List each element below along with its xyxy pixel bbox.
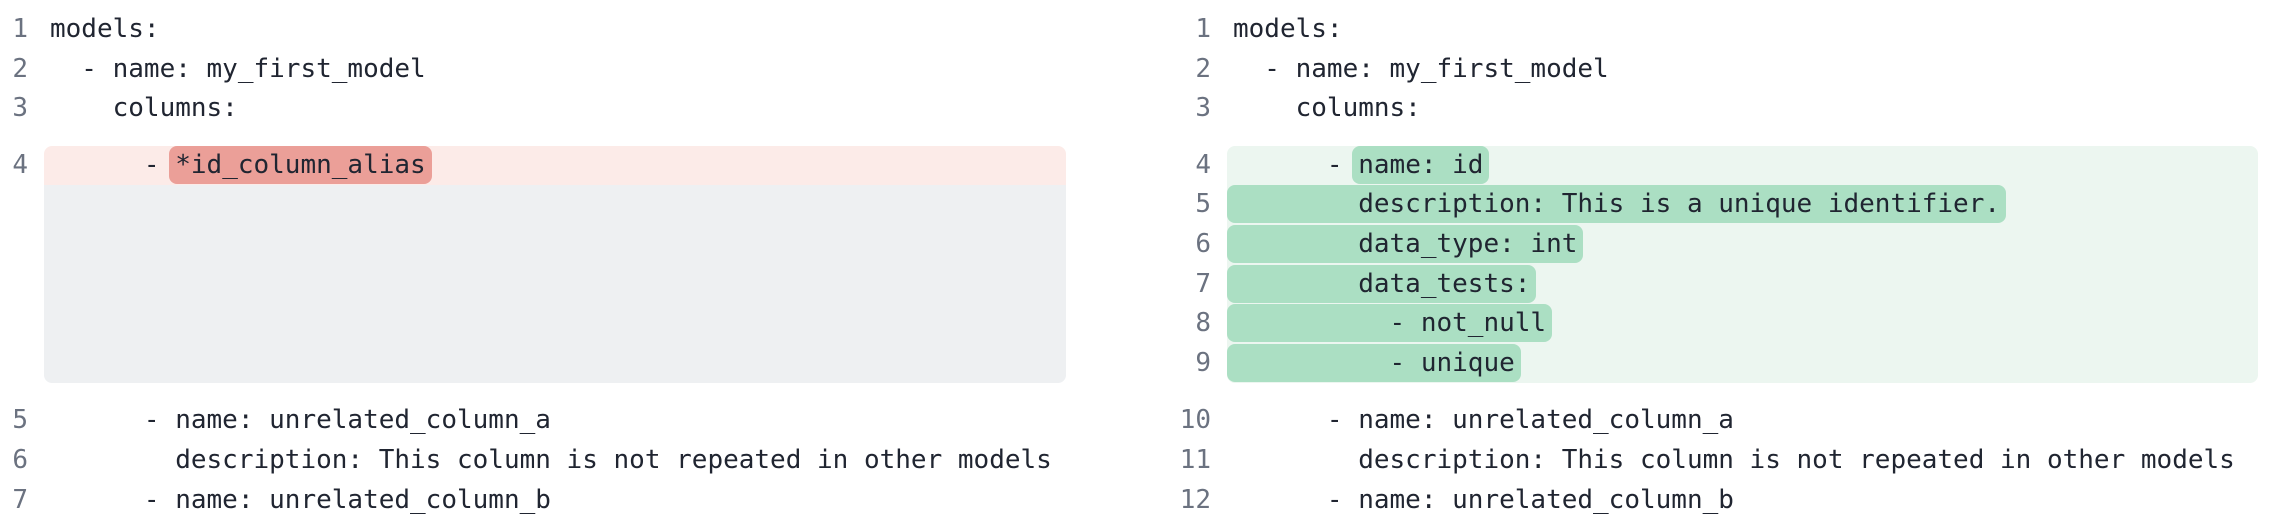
line-number	[0, 185, 28, 383]
code-line: 6 description: This column is not repeat…	[0, 441, 1066, 481]
code-text: models:	[50, 14, 160, 44]
code-text: description: This column is not repeated…	[1233, 444, 2235, 475]
line-number: 8	[1195, 308, 1211, 339]
code-line: 7 - name: unrelated_column_b	[0, 481, 1066, 521]
line-number: 4	[1195, 149, 1211, 180]
code-text: - name: unrelated_column_a	[1233, 405, 1734, 436]
code-line: 3 columns:	[0, 89, 1066, 129]
diff-token-highlight: name: id	[1352, 145, 1490, 184]
line-number: 3	[1195, 93, 1211, 124]
code-text: description: This is a unique identifier…	[1227, 185, 2258, 225]
diff-token-highlight: - unique	[1227, 343, 1521, 382]
line-number: 6	[12, 444, 28, 475]
code-line: 10 - name: unrelated_column_a	[1139, 401, 2258, 441]
code-line: 2 - name: my_first_model	[0, 50, 1066, 90]
diff-token-highlight: data_type: int	[1227, 224, 1584, 263]
code-line: 9 - unique	[1139, 343, 2258, 384]
line-number: 10	[1179, 405, 1211, 436]
line-number: 7	[1195, 268, 1211, 299]
code-text: models:	[1233, 14, 1343, 44]
code-line: 5 description: This is a unique identifi…	[1139, 185, 2258, 225]
code-text: - name: my_first_model	[50, 53, 426, 84]
code-line: 1 models:	[0, 10, 1066, 50]
line-number: 2	[1195, 53, 1211, 84]
placeholder-block	[44, 185, 1066, 384]
diff-token-highlight: *id_column_alias	[169, 145, 432, 184]
code-line: 2 - name: my_first_model	[1139, 50, 2258, 90]
line-number: 6	[1195, 228, 1211, 259]
code-text: columns:	[50, 93, 238, 124]
line-number: 1	[1195, 14, 1211, 44]
code-text: - name: unrelated_column_b	[1233, 484, 1734, 515]
code-text: - name: my_first_model	[1233, 53, 1609, 84]
code-text: - unique	[1227, 343, 2258, 384]
code-line: 4 - *id_column_alias	[0, 145, 1066, 186]
code-line: 7 data_tests:	[1139, 264, 2258, 305]
line-number: 4	[12, 149, 28, 180]
code-line: 12 - name: unrelated_column_b	[1139, 481, 2258, 521]
code-text: - name: unrelated_column_a	[50, 405, 551, 436]
code-line: 11 description: This column is not repea…	[1139, 441, 2258, 481]
diff-token-highlight: - not_null	[1227, 304, 1553, 343]
code-line: 4 - name: id	[1139, 145, 2258, 186]
code-text: - name: unrelated_column_b	[50, 484, 551, 515]
line-number: 5	[1195, 189, 1211, 220]
code-text: data_type: int	[1227, 224, 2258, 265]
diff-token-highlight: data_tests:	[1227, 264, 1537, 303]
line-number: 7	[12, 484, 28, 515]
alignment-spacer-row	[0, 185, 1066, 384]
diff-token-highlight: description: This is a unique identifier…	[1227, 185, 2007, 224]
diff-hunk: 4 - *id_column_alias	[0, 145, 1066, 384]
code-text: - name: id	[1227, 145, 2258, 186]
code-line: 6 data_type: int	[1139, 224, 2258, 265]
code-text: description: This column is not repeated…	[50, 444, 1052, 475]
line-number: 5	[12, 405, 28, 436]
code-line: 1 models:	[1139, 10, 2258, 50]
code-text: data_tests:	[1227, 264, 2258, 305]
line-number: 11	[1179, 444, 1211, 475]
code-text: - not_null	[1227, 304, 2258, 344]
code-text: - *id_column_alias	[44, 145, 1066, 186]
line-number: 9	[1195, 347, 1211, 378]
line-number: 3	[12, 93, 28, 124]
code-text: columns:	[1233, 93, 1421, 124]
code-line: 5 - name: unrelated_column_a	[0, 401, 1066, 441]
line-number: 2	[12, 53, 28, 84]
line-number: 12	[1179, 484, 1211, 515]
line-number: 1	[12, 14, 28, 44]
code-line: 3 columns:	[1139, 89, 2258, 129]
code-line: 8 - not_null	[1139, 304, 2258, 344]
